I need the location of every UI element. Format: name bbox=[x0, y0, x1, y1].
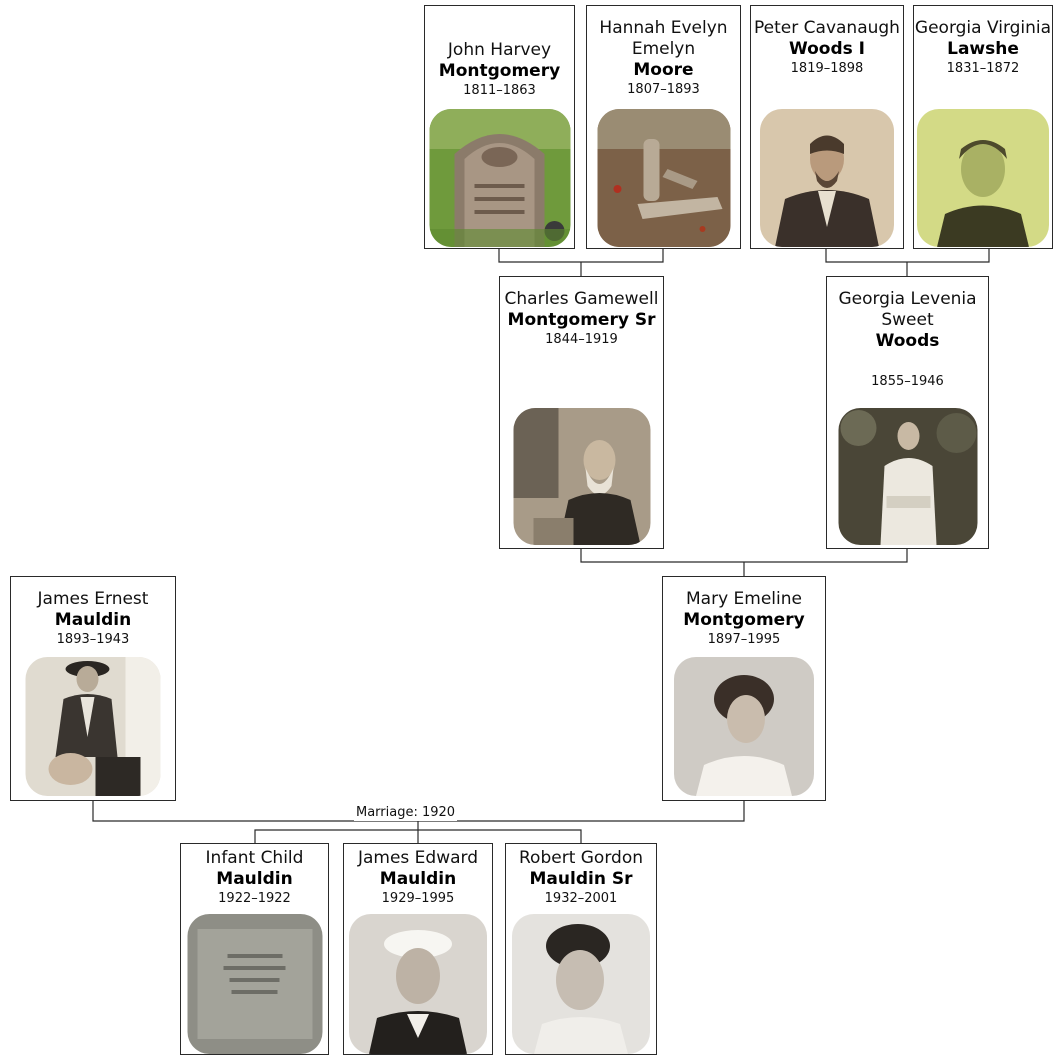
person-card-james-edward-mauldin[interactable]: James Edward Mauldin 1929–1995 bbox=[343, 843, 493, 1055]
portrait-photo bbox=[838, 408, 977, 545]
given-name: James Edward bbox=[357, 848, 479, 868]
given-name: Georgia Levenia Sweet bbox=[838, 289, 977, 330]
surname: Woods I bbox=[788, 39, 866, 59]
portrait-photo bbox=[513, 408, 650, 545]
person-card-robert-gordon-mauldin[interactable]: Robert Gordon Mauldin Sr 1932–2001 bbox=[505, 843, 657, 1055]
life-dates: 1932–2001 bbox=[544, 891, 618, 906]
surname: Montgomery bbox=[438, 61, 561, 81]
given-name: Charles Gamewell bbox=[504, 289, 659, 309]
portrait-photo bbox=[25, 657, 161, 796]
portrait-photo bbox=[512, 914, 650, 1054]
surname: Montgomery Sr bbox=[507, 310, 656, 330]
portrait-photo bbox=[760, 109, 894, 247]
life-dates: 1893–1943 bbox=[56, 632, 130, 647]
surname: Moore bbox=[633, 60, 694, 80]
surname: Mauldin Sr bbox=[529, 869, 633, 889]
given-name: John Harvey bbox=[447, 40, 552, 60]
person-card-charles-montgomery[interactable]: Charles Gamewell Montgomery Sr 1844–1919 bbox=[499, 276, 664, 549]
portrait-photo bbox=[917, 109, 1049, 247]
life-dates: 1897–1995 bbox=[707, 632, 781, 647]
life-dates: 1922–1922 bbox=[218, 891, 291, 906]
portrait-photo bbox=[674, 657, 814, 796]
headstone-photo bbox=[187, 914, 322, 1054]
life-dates: 1807–1893 bbox=[627, 82, 700, 97]
person-card-peter-woods[interactable]: Peter Cavanaugh Woods I 1819–1898 bbox=[750, 5, 904, 249]
given-name: Hannah Evelyn Emelyn bbox=[599, 18, 728, 59]
person-card-georgia-virginia-lawshe[interactable]: Georgia Virginia Lawshe 1831–1872 bbox=[913, 5, 1053, 249]
person-card-mary-emeline-montgomery[interactable]: Mary Emeline Montgomery 1897–1995 bbox=[662, 576, 826, 801]
life-dates: 1811–1863 bbox=[463, 83, 536, 98]
person-card-hannah-moore[interactable]: Hannah Evelyn Emelyn Moore 1807–1893 bbox=[586, 5, 741, 249]
person-card-john-harvey-montgomery[interactable]: John Harvey Montgomery 1811–1863 bbox=[424, 5, 575, 249]
life-dates: 1819–1898 bbox=[790, 61, 864, 76]
life-dates: 1855–1946 bbox=[871, 374, 944, 389]
given-name: Robert Gordon bbox=[519, 848, 643, 868]
given-name: James Ernest bbox=[37, 589, 149, 609]
surname: Mauldin bbox=[379, 869, 457, 889]
marriage-label: Marriage: 1920 bbox=[354, 805, 458, 821]
life-dates: 1929–1995 bbox=[381, 891, 455, 906]
portrait-photo bbox=[349, 914, 487, 1054]
surname: Mauldin bbox=[216, 869, 293, 889]
life-dates: 1831–1872 bbox=[946, 61, 1020, 76]
person-card-georgia-levenia-woods[interactable]: Georgia Levenia Sweet Woods 1855–1946 bbox=[826, 276, 989, 549]
surname: Lawshe bbox=[947, 39, 1019, 59]
surname: Montgomery bbox=[683, 610, 805, 630]
given-name: Mary Emeline bbox=[686, 589, 802, 609]
person-card-infant-child-mauldin[interactable]: Infant Child Mauldin 1922–1922 bbox=[180, 843, 329, 1055]
surname: Woods bbox=[875, 331, 940, 351]
surname: Mauldin bbox=[54, 610, 132, 630]
life-dates: 1844–1919 bbox=[545, 332, 618, 347]
given-name: Infant Child bbox=[205, 848, 304, 868]
given-name: Peter Cavanaugh bbox=[754, 18, 900, 38]
given-name: Georgia Virginia bbox=[914, 18, 1052, 38]
person-card-james-ernest-mauldin[interactable]: James Ernest Mauldin 1893–1943 bbox=[10, 576, 176, 801]
gravesite-photo bbox=[597, 109, 730, 247]
headstone-photo bbox=[429, 109, 570, 247]
